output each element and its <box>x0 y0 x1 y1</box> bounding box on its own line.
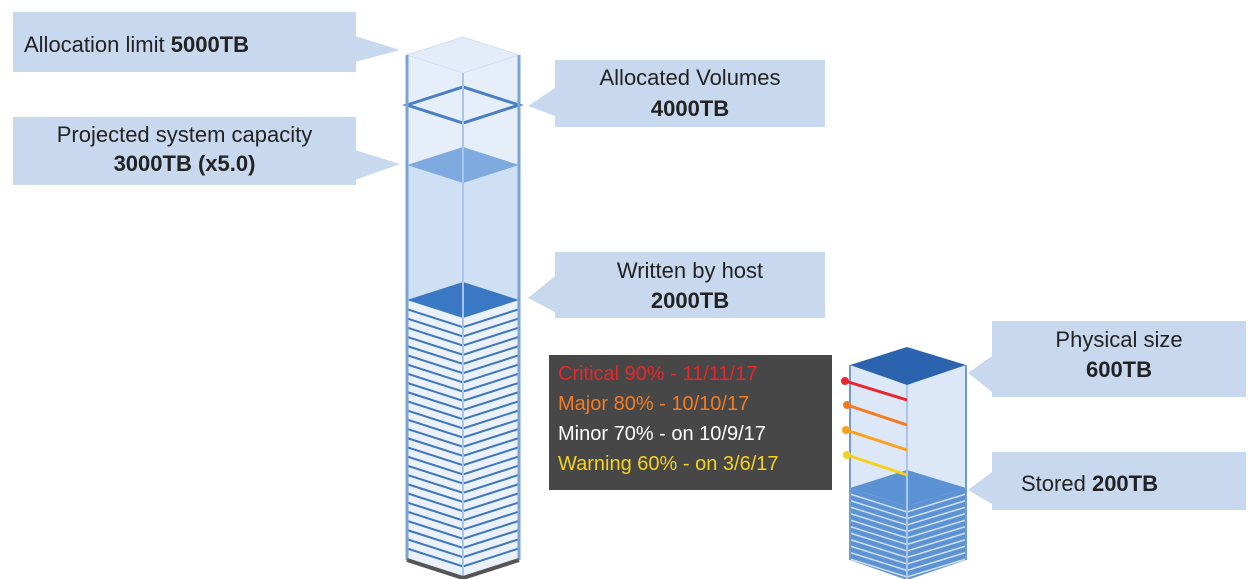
allocation-limit-callout: Allocation limit 5000TB <box>13 12 356 72</box>
physical-size-lid <box>850 347 966 385</box>
threshold-minor: Minor 70% - on 10/9/17 <box>558 423 766 445</box>
threshold-line <box>844 379 908 402</box>
physical-size-callout: Physical size 600TB <box>992 321 1246 397</box>
threshold-line <box>845 428 908 452</box>
allocated-volumes-label: Allocated Volumes <box>599 65 781 90</box>
allocation-limit-value: 5000TB <box>170 32 250 57</box>
pointer-physical-size <box>968 356 992 392</box>
physical-size-label: Physical size <box>1055 327 1183 352</box>
allocated-volumes-value: 4000TB <box>650 96 730 121</box>
callout-pointers <box>355 36 992 504</box>
logical-capacity-tank <box>402 36 524 579</box>
threshold-major: Major 80% - 10/10/17 <box>558 393 750 415</box>
threshold-warning: Warning 60% - on 3/6/17 <box>558 453 779 475</box>
threshold-dot <box>841 377 849 385</box>
threshold-dot <box>843 401 851 409</box>
projected-capacity-label: Projected system capacity <box>56 122 313 147</box>
written-by-host-label: Written by host <box>616 258 764 283</box>
logical-tank-base <box>406 558 520 579</box>
stored-label: Stored <box>1021 471 1086 496</box>
pointer-allocation-limit <box>355 36 400 62</box>
threshold-line <box>846 453 908 477</box>
pointer-projected-capacity <box>355 150 400 180</box>
pointer-allocated-volumes <box>528 88 555 116</box>
written-by-host-value: 2000TB <box>650 288 730 313</box>
pointer-stored <box>968 472 992 504</box>
allocation-limit-label: Allocation limit <box>24 32 165 57</box>
pointer-written-by-host <box>528 276 555 312</box>
stored-callout: Stored 200TB <box>992 452 1246 510</box>
allocated-volumes-callout: Allocated Volumes 4000TB <box>555 60 825 127</box>
physical-size-value: 600TB <box>1085 357 1153 382</box>
physical-capacity-tank <box>849 347 967 579</box>
threshold-dot <box>843 451 851 459</box>
threshold-alerts-panel: Critical 90% - 11/11/17 Major 80% - 10/1… <box>549 355 832 490</box>
threshold-line <box>846 403 908 427</box>
stored-value: 200TB <box>1091 471 1158 496</box>
projected-capacity-callout: Projected system capacity 3000TB (x5.0) <box>13 117 356 185</box>
written-by-host-callout: Written by host 2000TB <box>555 252 825 318</box>
threshold-critical: Critical 90% - 11/11/17 <box>558 363 758 385</box>
threshold-dot <box>842 426 850 434</box>
projected-capacity-value: 3000TB (x5.0) <box>113 151 256 176</box>
threshold-markers <box>841 377 908 477</box>
